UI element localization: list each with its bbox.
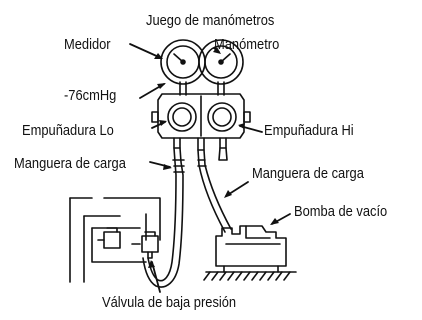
low-pressure-valve [131, 231, 159, 259]
handle-hi-knob [207, 102, 237, 132]
label-charge-hose-left: Manguera de carga [14, 155, 126, 172]
label-low-pressure-valve: Válvula de baja presión [102, 294, 237, 311]
label-meter: Medidor [64, 36, 111, 53]
label-charge-hose-right: Manguera de carga [252, 165, 364, 182]
label-handle-lo: Empuñadura Lo [22, 122, 114, 139]
low-side-gauge [160, 39, 206, 96]
vacuum-pump [215, 225, 287, 273]
ground-hatch [203, 271, 297, 281]
outdoor-unit [69, 197, 161, 283]
high-pressure-valve [97, 227, 121, 249]
charge-hose-right [197, 149, 232, 233]
handle-lo-knob [167, 102, 197, 132]
high-side-gauge [198, 39, 244, 96]
charge-hose-left [142, 147, 185, 288]
gauge-manifold [151, 93, 251, 151]
label-vacuum-reading: -76cmHg [64, 87, 117, 104]
label-vacuum-pump: Bomba de vacío [294, 203, 388, 220]
label-gauge-set: Juego de manómetros [146, 12, 275, 29]
label-manometer: Manómetro [214, 36, 280, 53]
label-handle-hi: Empuñadura Hi [264, 122, 354, 139]
